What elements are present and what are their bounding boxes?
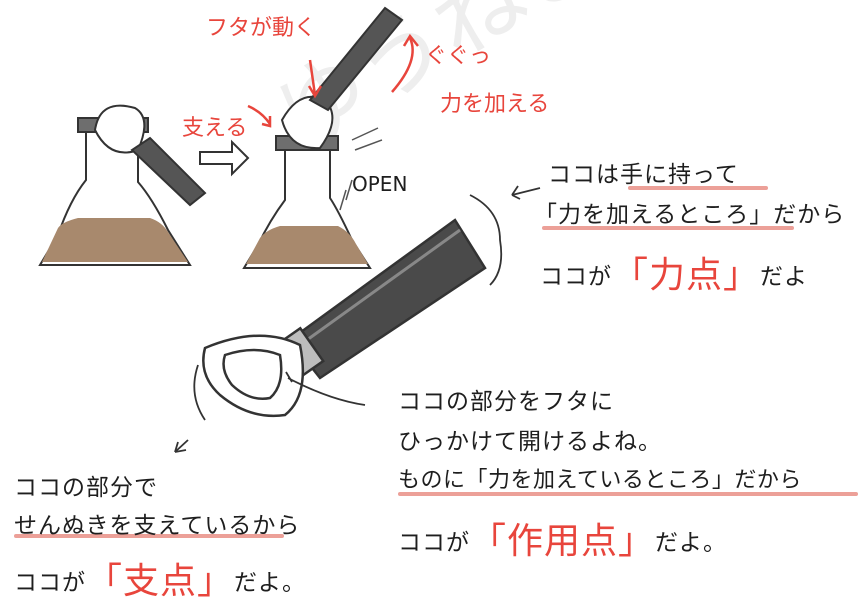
load-line-4: ココが「作用点」だよ。 — [398, 512, 727, 564]
bottle-opener-large — [202, 218, 487, 417]
effort-line-1: ココは手に持って — [548, 162, 739, 188]
effort-line-3: ココが「力点」だよ — [540, 246, 808, 298]
load-prefix: ココが — [398, 530, 470, 556]
effort-suffix: だよ — [760, 264, 809, 290]
highlight-effort-1 — [628, 186, 768, 190]
effort-prefix: ココが — [540, 264, 612, 290]
highlight-fulcrum — [14, 534, 284, 538]
fulcrum-term: 「支点」 — [86, 561, 235, 602]
fulcrum-line-1: ココの部分で — [14, 475, 158, 501]
load-line-2: ひっかけて開けるよね。 — [398, 429, 662, 455]
transition-arrow — [199, 139, 250, 177]
bottle-right — [242, 6, 404, 269]
load-term: 「作用点」 — [470, 521, 656, 562]
force-arrows — [247, 33, 419, 128]
load-line-3: ものに「力を加えているところ」だから — [398, 468, 802, 493]
pointer-lines — [174, 185, 541, 453]
fulcrum-line-3: ココが「支点」だよ。 — [14, 552, 306, 604]
highlight-load — [398, 492, 858, 496]
load-line-1: ココの部分をフタに — [398, 389, 614, 415]
effort-line-2: 「力を加えるところ」だから — [534, 202, 846, 228]
effort-term: 「力点」 — [612, 255, 761, 296]
apply-force-label: 力を加える — [440, 92, 550, 117]
bottle-left — [38, 104, 207, 266]
lid-moves-label: フタが動く — [206, 16, 317, 41]
open-label: OPEN — [352, 172, 408, 196]
fulcrum-prefix: ココが — [14, 570, 86, 596]
highlight-effort-2 — [542, 226, 794, 230]
load-suffix: だよ。 — [655, 530, 728, 556]
support-label: 支える — [182, 116, 248, 141]
fulcrum-line-2: せんぬきを支えているから — [14, 513, 301, 539]
fulcrum-suffix: だよ。 — [234, 570, 307, 596]
gugu-label: ぐぐっ — [425, 44, 492, 69]
